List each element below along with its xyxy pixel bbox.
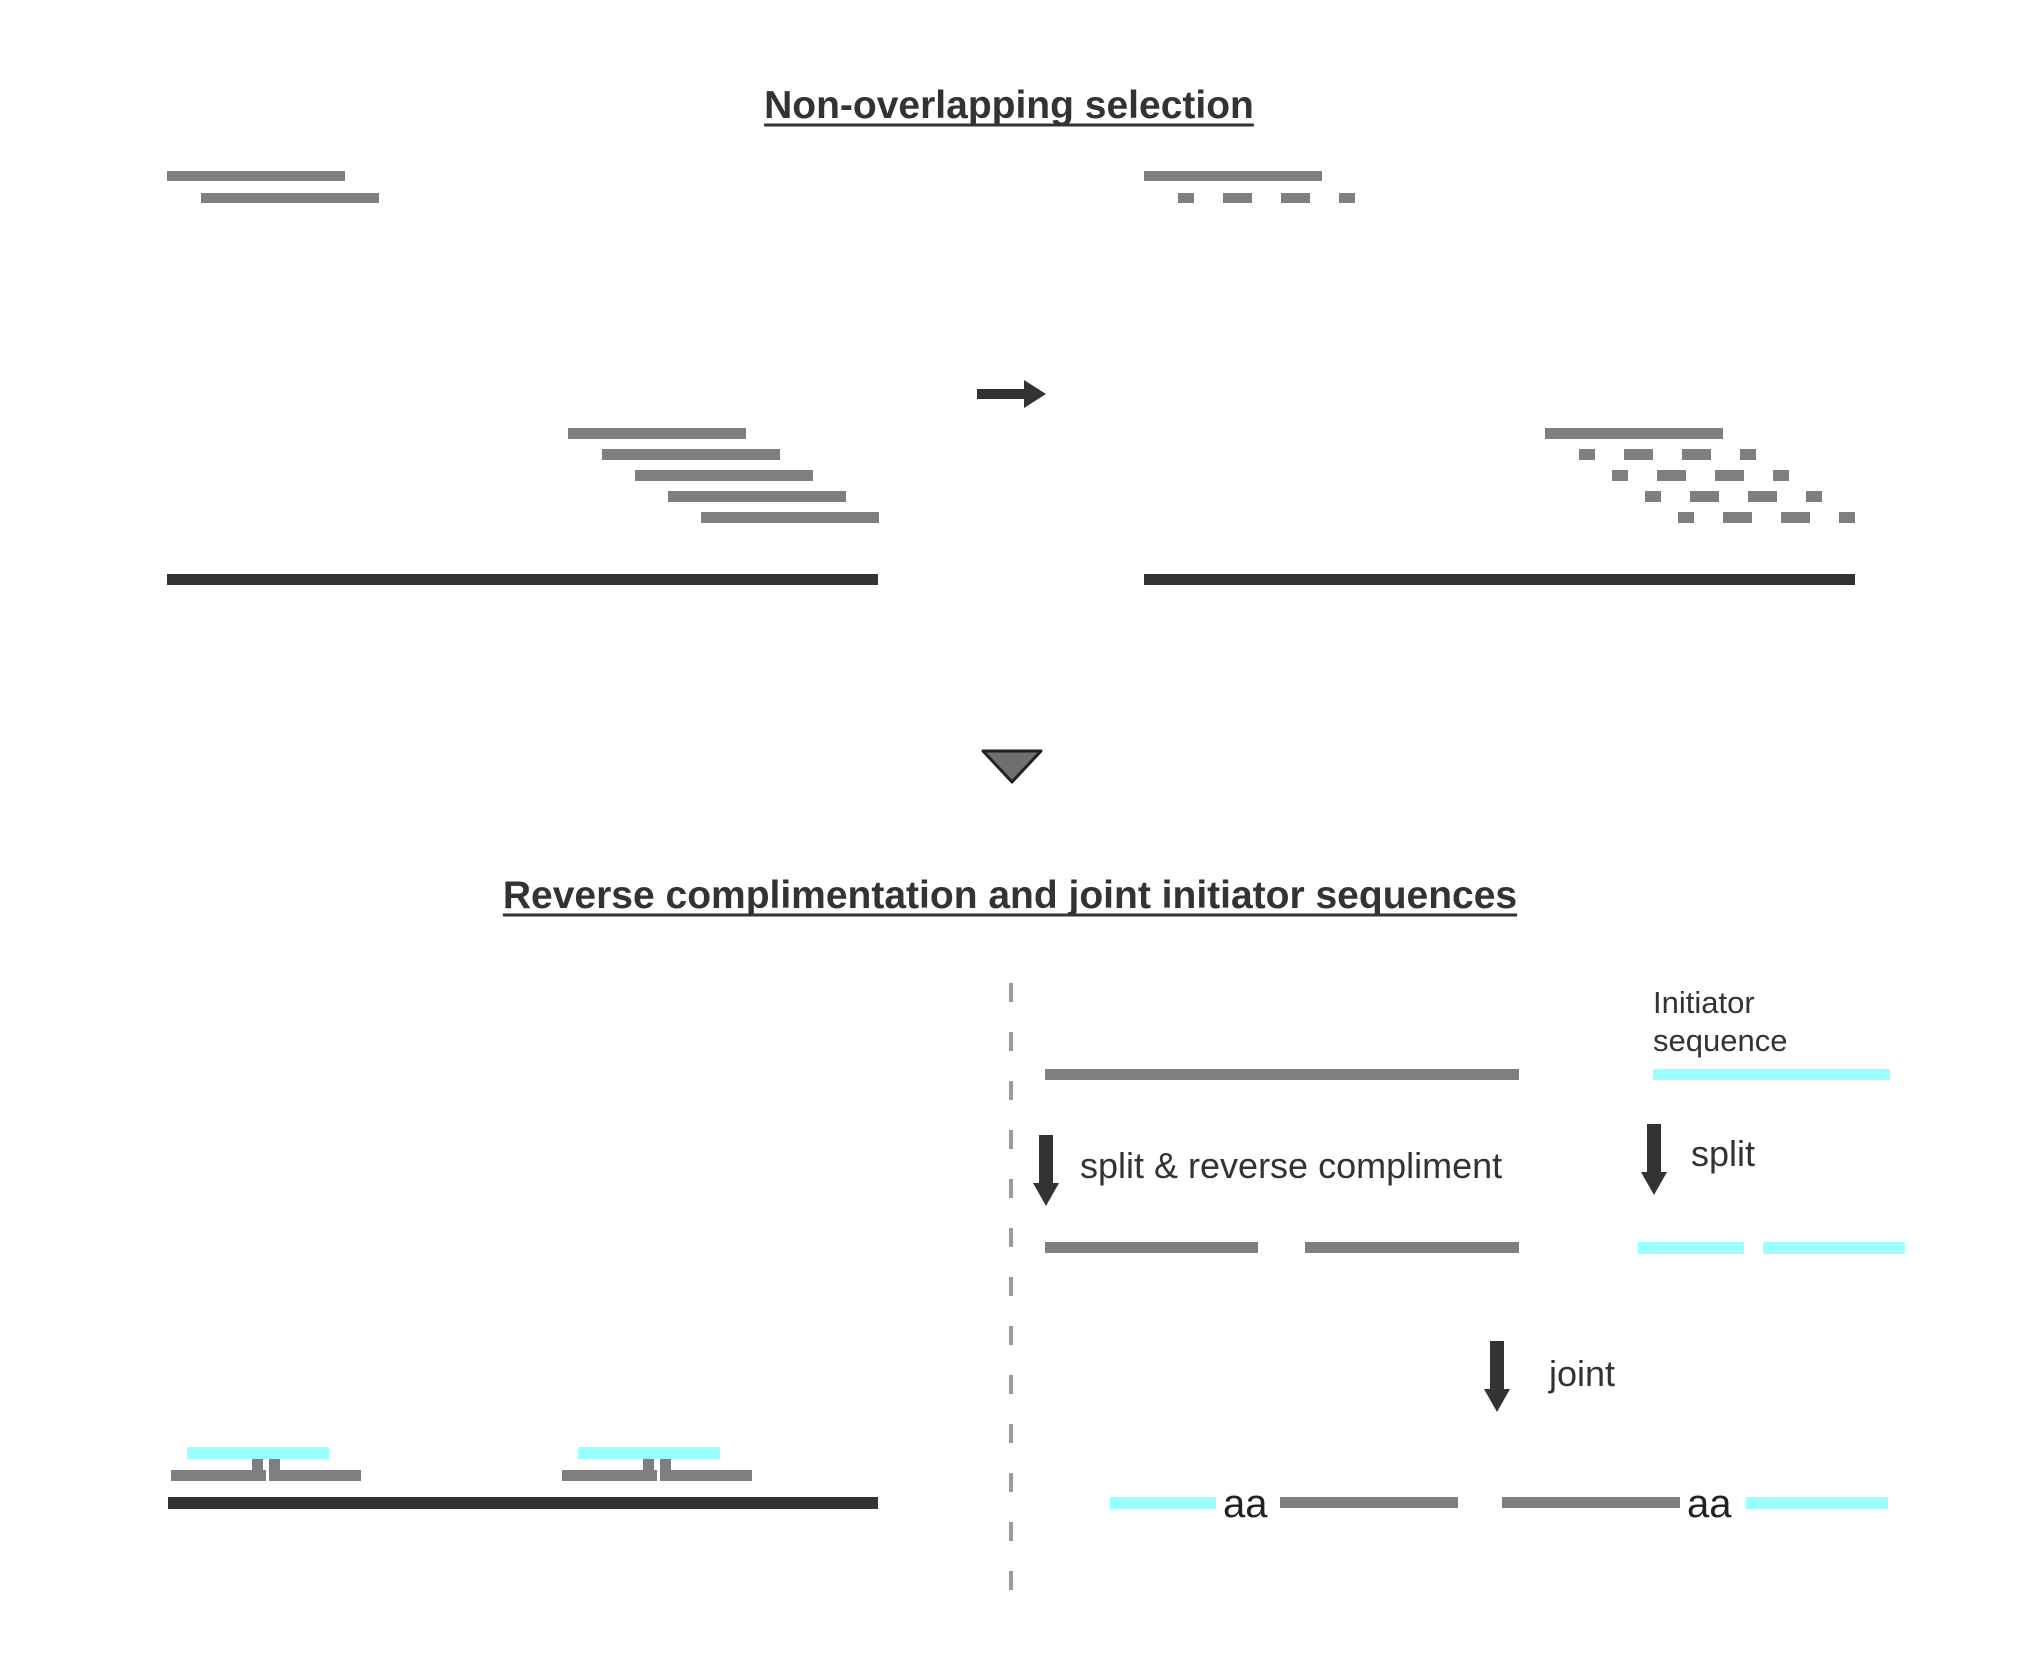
- reference-line-bottom: [168, 1497, 878, 1509]
- probe-dash: [1178, 193, 1194, 203]
- reference-line-left: [167, 574, 878, 585]
- junction-label-right: aa: [1687, 1482, 1732, 1526]
- probe-stem: [252, 1459, 263, 1481]
- joined-probe-group-1: [171, 1447, 361, 1481]
- initiator-half-right: [1763, 1242, 1905, 1254]
- probe-stem: [643, 1459, 654, 1481]
- probe-dash: [1223, 193, 1252, 203]
- probe-half: [171, 1470, 266, 1481]
- probe-dashed-row: [1678, 512, 1855, 523]
- initiator-half-right: [1746, 1497, 1888, 1509]
- probe-bar: [635, 470, 813, 481]
- step-split-label: split: [1691, 1133, 1755, 1174]
- title-reverse-complimentation: Reverse complimentation and joint initia…: [503, 874, 1517, 917]
- right-arrow-icon: [977, 380, 1046, 408]
- initiator-bar: [187, 1447, 329, 1459]
- probe-dash: [1339, 193, 1355, 203]
- junction-label-left: aa: [1223, 1482, 1268, 1526]
- down-triangle-icon: [981, 749, 1043, 784]
- probe-half-left: [1045, 1242, 1258, 1253]
- probe-bar: [701, 512, 879, 523]
- initiator-half-left: [1638, 1242, 1744, 1254]
- title-non-overlapping: Non-overlapping selection: [764, 84, 1254, 127]
- probe-full-bar: [1045, 1069, 1519, 1080]
- probe-dash: [1281, 193, 1310, 203]
- probe-bar: [1545, 428, 1723, 439]
- down-arrow-icon: [1484, 1341, 1510, 1412]
- probe-half-right: [1305, 1242, 1519, 1253]
- left-probe-cascade: [568, 428, 879, 523]
- right-probe-cascade: [1545, 428, 1855, 523]
- probe-stem: [269, 1459, 280, 1481]
- probe-bar: [201, 193, 379, 203]
- probe-half-right: [1502, 1497, 1680, 1508]
- probe-dashed-row: [1645, 491, 1822, 502]
- joined-probe-group-2: [562, 1447, 752, 1481]
- probe-bar: [167, 171, 345, 181]
- initiator-full-bar: [1653, 1069, 1890, 1080]
- down-arrow-icon: [1641, 1124, 1667, 1195]
- probe-dashed-row: [1579, 449, 1756, 460]
- right-probe-pair: [1144, 171, 1355, 203]
- step-split-reverse-label: split & reverse compliment: [1080, 1145, 1502, 1186]
- initiator-half-left: [1110, 1497, 1216, 1509]
- probe-dashed-row: [1612, 470, 1789, 481]
- step-joint-label: joint: [1548, 1353, 1615, 1394]
- down-arrow-icon: [1033, 1135, 1059, 1206]
- initiator-bar: [578, 1447, 720, 1459]
- left-probe-pair: [167, 171, 379, 203]
- probe-bar: [602, 449, 780, 460]
- probe-bar: [668, 491, 846, 502]
- probe-half: [660, 1470, 752, 1481]
- initiator-label-line2: sequence: [1653, 1023, 1787, 1058]
- probe-half: [269, 1470, 361, 1481]
- probe-half-left: [1280, 1497, 1458, 1508]
- reference-line-right: [1144, 574, 1855, 585]
- initiator-label-line1: Initiator: [1653, 985, 1755, 1020]
- probe-bar: [568, 428, 746, 439]
- probe-stem: [660, 1459, 671, 1481]
- probe-half: [562, 1470, 657, 1481]
- probe-bar: [1144, 171, 1322, 181]
